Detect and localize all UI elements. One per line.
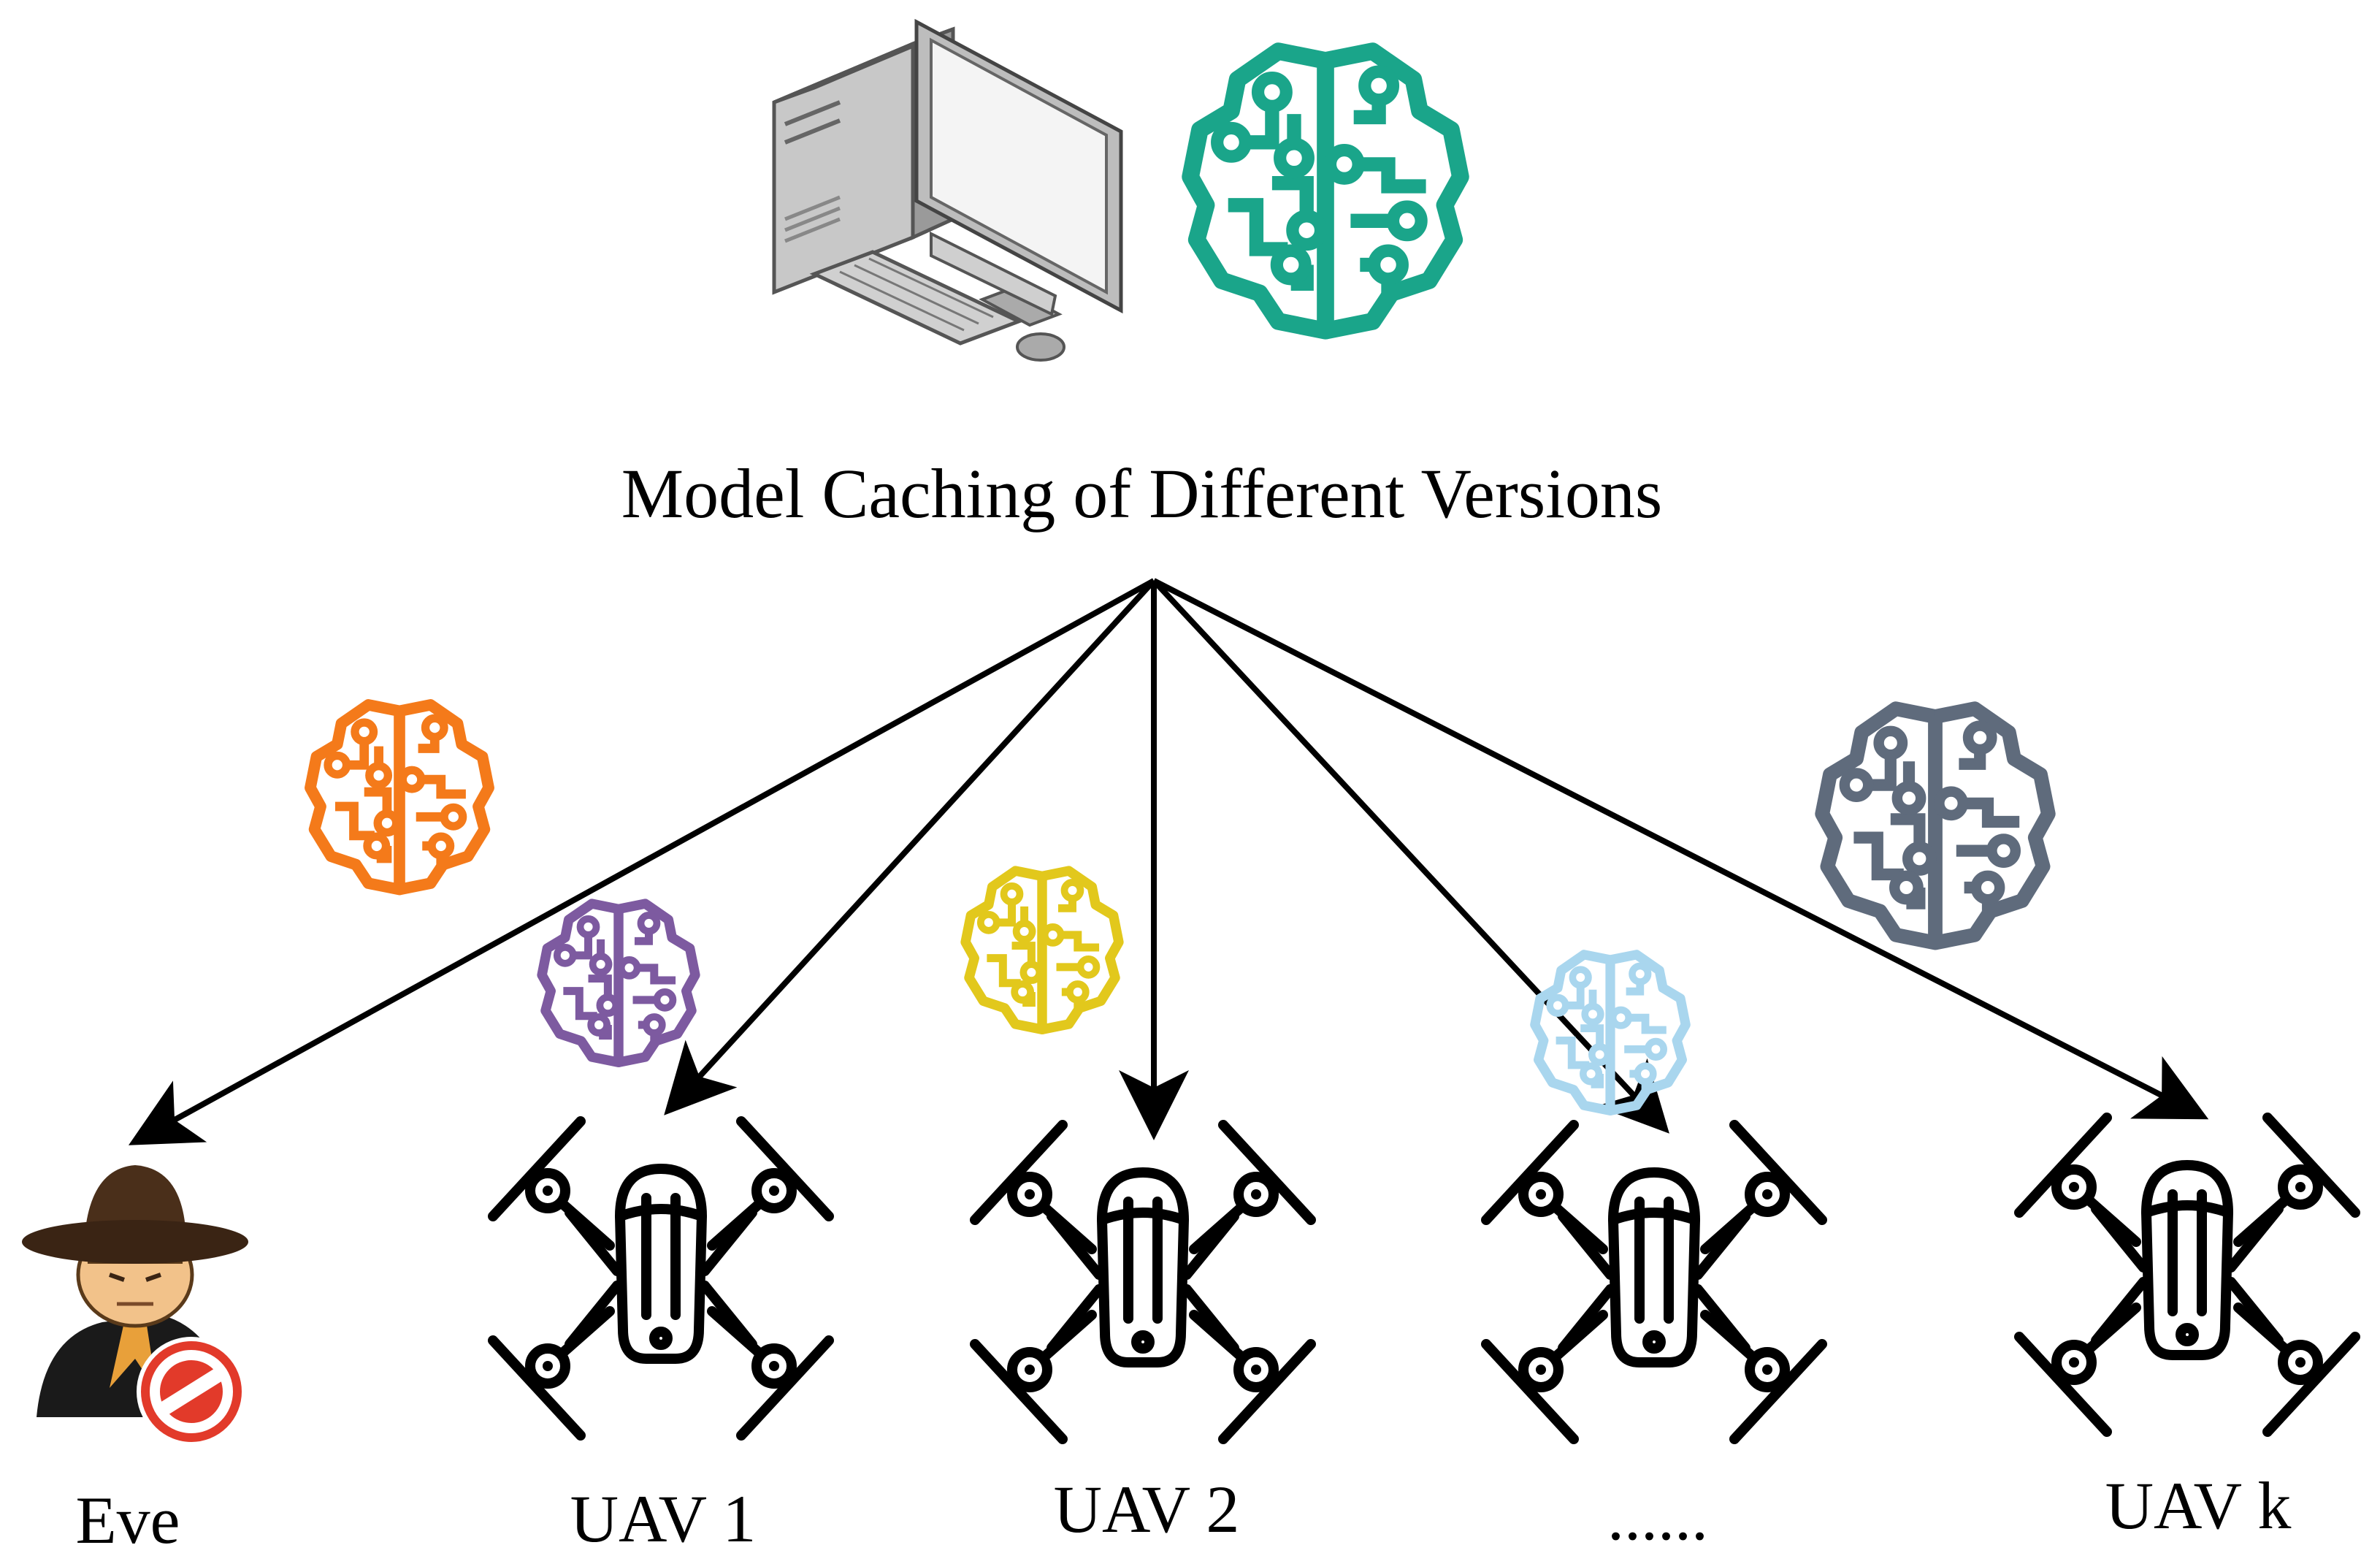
arrow-to-uavk [1152, 578, 2209, 1120]
uav1-label: UAV 1 [570, 1481, 757, 1556]
drone-icon [1486, 1125, 1822, 1439]
title-text: Model Caching of Different Versions [621, 454, 1663, 533]
brain-circuit-icon [1822, 709, 2048, 942]
eve-label: Eve [75, 1483, 180, 1557]
uav2-label: UAV 2 [1053, 1472, 1240, 1546]
arrow-to-uav1 [664, 579, 1156, 1115]
brain-circuit-icon [965, 871, 1119, 1029]
brain-circuit-icon [1535, 955, 1685, 1111]
uavk-label: UAV k [2105, 1468, 2292, 1543]
drone-icon [493, 1121, 829, 1435]
arrow-to-eve [128, 578, 1155, 1145]
distribution-arrows [128, 578, 2209, 1145]
brain-circuit-icon [1190, 51, 1461, 331]
drone-icon [2019, 1118, 2355, 1432]
arrow-to-ellipsis [1152, 579, 1669, 1134]
no-entry-icon [137, 1337, 246, 1446]
drone-icon [975, 1125, 1311, 1439]
brain-circuit-icon [542, 904, 695, 1062]
desktop-computer-icon [772, 18, 1123, 362]
brain-circuit-icon [310, 705, 489, 890]
ellipsis-label: ...... [1607, 1479, 1708, 1554]
title-label: Model Caching of Different Versions [0, 459, 2379, 529]
